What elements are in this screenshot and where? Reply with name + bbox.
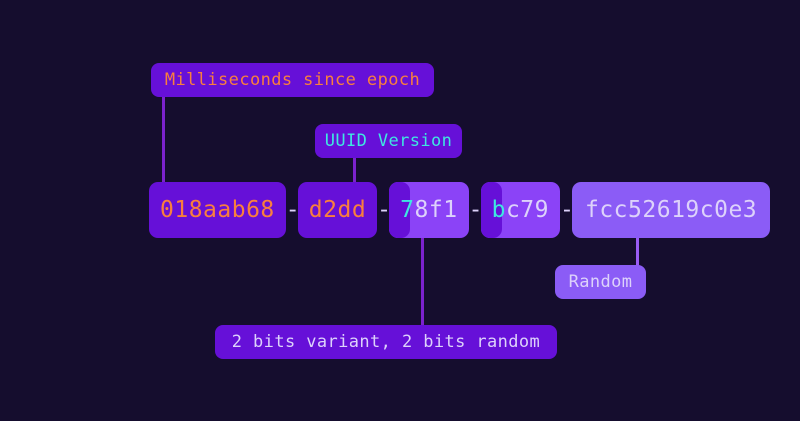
uuid-separator-4: - (559, 197, 574, 223)
uuid-segment-text: d2dd (308, 197, 367, 223)
connector-milliseconds (162, 97, 165, 184)
uuid-segment-text: bc79 (492, 197, 549, 223)
uuid-separator-1: - (285, 197, 300, 223)
version-nibble-char: 7 (400, 197, 415, 223)
label-uuid-version: UUID Version (315, 124, 462, 158)
version-nibble-highlight-block (389, 182, 411, 238)
label-variant-bits: 2 bits variant, 2 bits random (215, 325, 557, 359)
label-milliseconds-since-epoch: Milliseconds since epoch (151, 63, 434, 97)
uuid-segment-timestamp-low: d2dd (297, 182, 378, 238)
uuid-separator-2: - (377, 197, 392, 223)
version-rest-chars: 8f1 (414, 197, 458, 223)
uuid-segment-text: fcc52619c0e3 (584, 197, 758, 223)
connector-variant (421, 238, 424, 326)
connector-version (353, 158, 356, 184)
variant-nibble-char: b (491, 197, 506, 223)
uuid-separator-3: - (468, 197, 483, 223)
uuid-segment-text: 018aab68 (160, 197, 275, 223)
variant-rest-chars: c79 (505, 197, 549, 223)
connector-random (636, 238, 639, 267)
uuid-segment-random-node: fcc52619c0e3 (571, 182, 771, 238)
label-random: Random (555, 265, 646, 299)
uuid-segment-text: 78f1 (400, 197, 457, 223)
uuid-string: 018aab68 - d2dd - 78f1 - bc79 - fcc52619… (149, 182, 771, 238)
uuid-segment-version: 78f1 (389, 182, 469, 238)
uuid-segment-timestamp-high: 018aab68 (149, 182, 286, 238)
variant-nibble-highlight-block (480, 182, 502, 238)
uuid-segment-variant: bc79 (480, 182, 560, 238)
